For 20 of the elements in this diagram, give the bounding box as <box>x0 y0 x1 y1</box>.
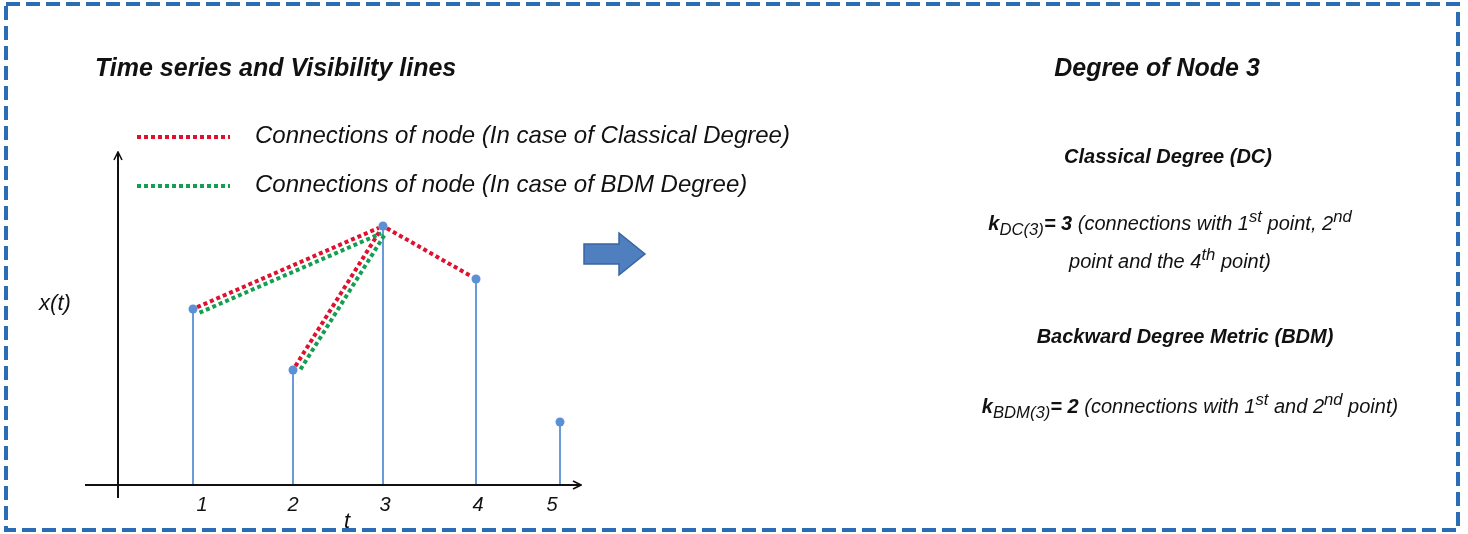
formula-text: k$_{BDM(3)}$= 2 (connections with 1$^{st}$ and 2$^{nd}$ point) <box>980 389 1400 424</box>
axis-label: t <box>343 508 351 534</box>
formula-text: k$_{DC(3)}$= 3 (connections with 1$^{st}$ point, 2$^{nd}$ point and the 4$^{th}$ point) <box>987 206 1353 274</box>
heading: Time series and Visibility lines <box>95 52 457 82</box>
tick-label: 3 <box>379 492 391 516</box>
legend-text: Connections of node (In case of BDM Degree) <box>255 170 748 199</box>
stem-point <box>188 304 198 485</box>
tick-label: 2 <box>287 492 299 516</box>
tick-label: 4 <box>472 492 484 516</box>
stem-point <box>555 417 565 485</box>
tick-label: 1 <box>196 492 208 516</box>
subheading: Classical Degree (DC) <box>1064 144 1272 168</box>
axis-label: x(t) <box>39 290 71 317</box>
heading: Degree of Node 3 <box>1054 52 1260 82</box>
stem-point <box>288 365 298 485</box>
subheading: Backward Degree Metric (BDM) <box>1036 324 1334 348</box>
tick-label: 5 <box>546 492 558 516</box>
stem-point <box>471 274 481 485</box>
stem-point <box>378 221 388 485</box>
legend-text: Connections of node (In case of Classical Degree) <box>255 121 790 150</box>
